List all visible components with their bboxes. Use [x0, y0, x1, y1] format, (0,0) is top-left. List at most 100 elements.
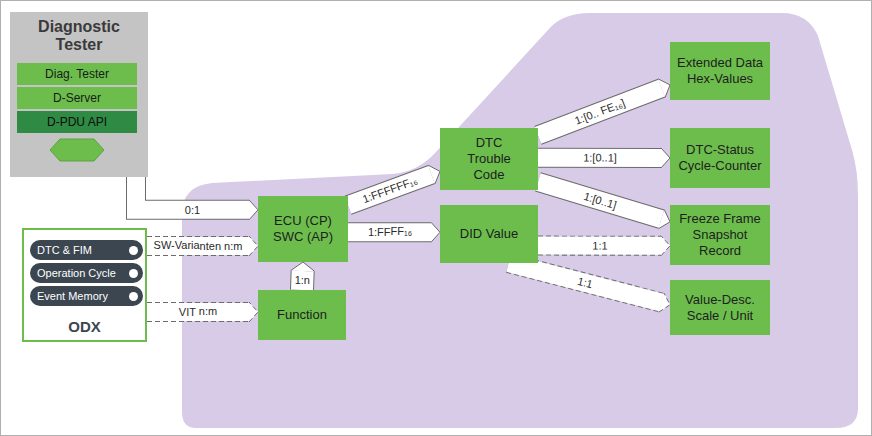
entity-box: DTC Trouble Code	[440, 128, 538, 190]
box-label: DTC-Status Cycle-Counter	[674, 142, 766, 174]
arrow-outline	[290, 271, 315, 290]
box-label: DTC & FIM	[37, 244, 92, 256]
module-box: D-PDU API	[17, 111, 137, 133]
arrow-outline	[538, 182, 661, 219]
box-label: Freeze Frame Snapshot Record	[674, 211, 766, 259]
cardinality-arrow	[147, 302, 258, 322]
status-dot	[129, 292, 138, 301]
cardinality-label: 1:FFFF₁₆	[365, 226, 413, 239]
status-dot	[129, 269, 138, 278]
cardinality-arrow	[147, 236, 258, 256]
arrow-head-outline	[431, 222, 440, 242]
cardinality-label: 1:1	[574, 274, 596, 291]
panel-title: Diagnostic Tester	[29, 18, 129, 54]
arrow-body	[538, 182, 661, 219]
cardinality-label: 1:n	[293, 274, 312, 287]
arrow-body	[147, 303, 249, 321]
box-label: Diag. Tester	[45, 67, 109, 81]
box-label: ECU (CP) SWC (AP)	[262, 213, 344, 245]
feature-pill: DTC & FIM	[30, 240, 143, 260]
cardinality-label: 1:[0..1]	[580, 189, 620, 212]
cardinality-arrow	[538, 182, 670, 229]
entity-box: ECU (CP) SWC (AP)	[258, 196, 348, 262]
entity-box: DID Value	[440, 205, 538, 263]
arrow-body	[291, 271, 314, 290]
arrow-outline	[147, 302, 249, 322]
box-label: DTC Trouble Code	[459, 135, 519, 183]
arrow-head-outline	[249, 236, 258, 256]
arrow-head	[249, 236, 258, 256]
arrow-head-outline	[658, 79, 670, 98]
cardinality-label: 1:1	[590, 239, 609, 252]
entity-box: Extended Data Hex-Values	[670, 42, 770, 100]
module-box: D-Server	[17, 87, 137, 109]
cardinality-label: SW-Varianten n:m	[152, 240, 245, 253]
arrow-body	[348, 175, 432, 206]
arrow-head	[249, 302, 258, 322]
entity-box: Function	[258, 290, 346, 340]
arrow-head-outline	[249, 302, 258, 322]
arrow-head-outline	[659, 293, 670, 312]
cardinality-arrow	[348, 165, 440, 205]
cardinality-label: 1:[0..1]	[581, 151, 619, 164]
arrow-outline	[538, 148, 661, 168]
arrow-outline	[348, 222, 431, 242]
arrow-head-outline	[658, 210, 670, 229]
arrow-outline	[509, 263, 662, 302]
entity-box: DTC-Status Cycle-Counter	[670, 128, 770, 188]
cardinality-label: 1:[0.. FE₁₆]	[571, 96, 629, 128]
arrow-head-outline	[661, 236, 670, 256]
arrow-body	[538, 88, 662, 135]
odx-panel: ODX DTC & FIM Operation CycleEvent Memory	[22, 228, 147, 342]
entity-box: Value-Desc. Scale / Unit	[670, 280, 770, 335]
arrow-body	[348, 223, 431, 241]
cardinality-label: 1:FFFFFF₁₆	[359, 173, 421, 206]
box-label: Operation Cycle	[37, 267, 116, 279]
box-label: Event Memory	[37, 290, 108, 302]
arrow-body	[538, 237, 661, 255]
car-silhouette	[182, 13, 858, 428]
box-label: Extended Data Hex-Values	[674, 55, 766, 87]
cardinality-label: 0:1	[183, 203, 202, 216]
cardinality-arrow	[538, 79, 670, 136]
box-label: D-PDU API	[47, 115, 107, 129]
arrow-head	[659, 293, 670, 312]
arrow-head	[661, 236, 670, 256]
arrow-head	[658, 210, 670, 229]
box-label: Function	[277, 307, 327, 323]
arrow-head	[431, 222, 440, 242]
arrow-outline	[348, 175, 432, 206]
cardinality-arrow	[136, 177, 258, 220]
arrow-head-outline	[428, 165, 440, 184]
arrow-outline	[538, 88, 662, 135]
arrow-outline	[136, 177, 249, 210]
feature-pill: Event Memory	[30, 286, 143, 306]
cardinality-arrow	[538, 148, 670, 168]
arrow-head-outline	[291, 262, 315, 271]
arrow-body	[509, 263, 662, 302]
plug-symbol	[50, 139, 104, 161]
status-dot	[129, 246, 138, 255]
arrow-head	[291, 262, 315, 271]
arrow-body	[136, 177, 249, 210]
panel-title: ODX	[24, 318, 145, 335]
arrow-body	[538, 149, 661, 167]
entity-box: Freeze Frame Snapshot Record	[670, 205, 770, 265]
box-label: DID Value	[460, 226, 518, 242]
cardinality-label: VIT n:m	[177, 305, 219, 318]
box-label: Value-Desc. Scale / Unit	[674, 292, 766, 324]
feature-pill: Operation Cycle	[30, 263, 143, 283]
arrow-outline	[538, 236, 661, 256]
arrow-head	[428, 165, 440, 184]
tester-panel: Diagnostic TesterDiag. TesterD-ServerD-P…	[10, 12, 148, 177]
arrow-body	[147, 237, 249, 255]
arrow-head	[658, 79, 670, 98]
cardinality-arrow	[509, 263, 670, 312]
arrow-outline	[147, 236, 249, 256]
arrow-head	[249, 200, 258, 220]
cardinality-arrow	[538, 236, 670, 256]
cardinality-arrow	[291, 262, 315, 290]
